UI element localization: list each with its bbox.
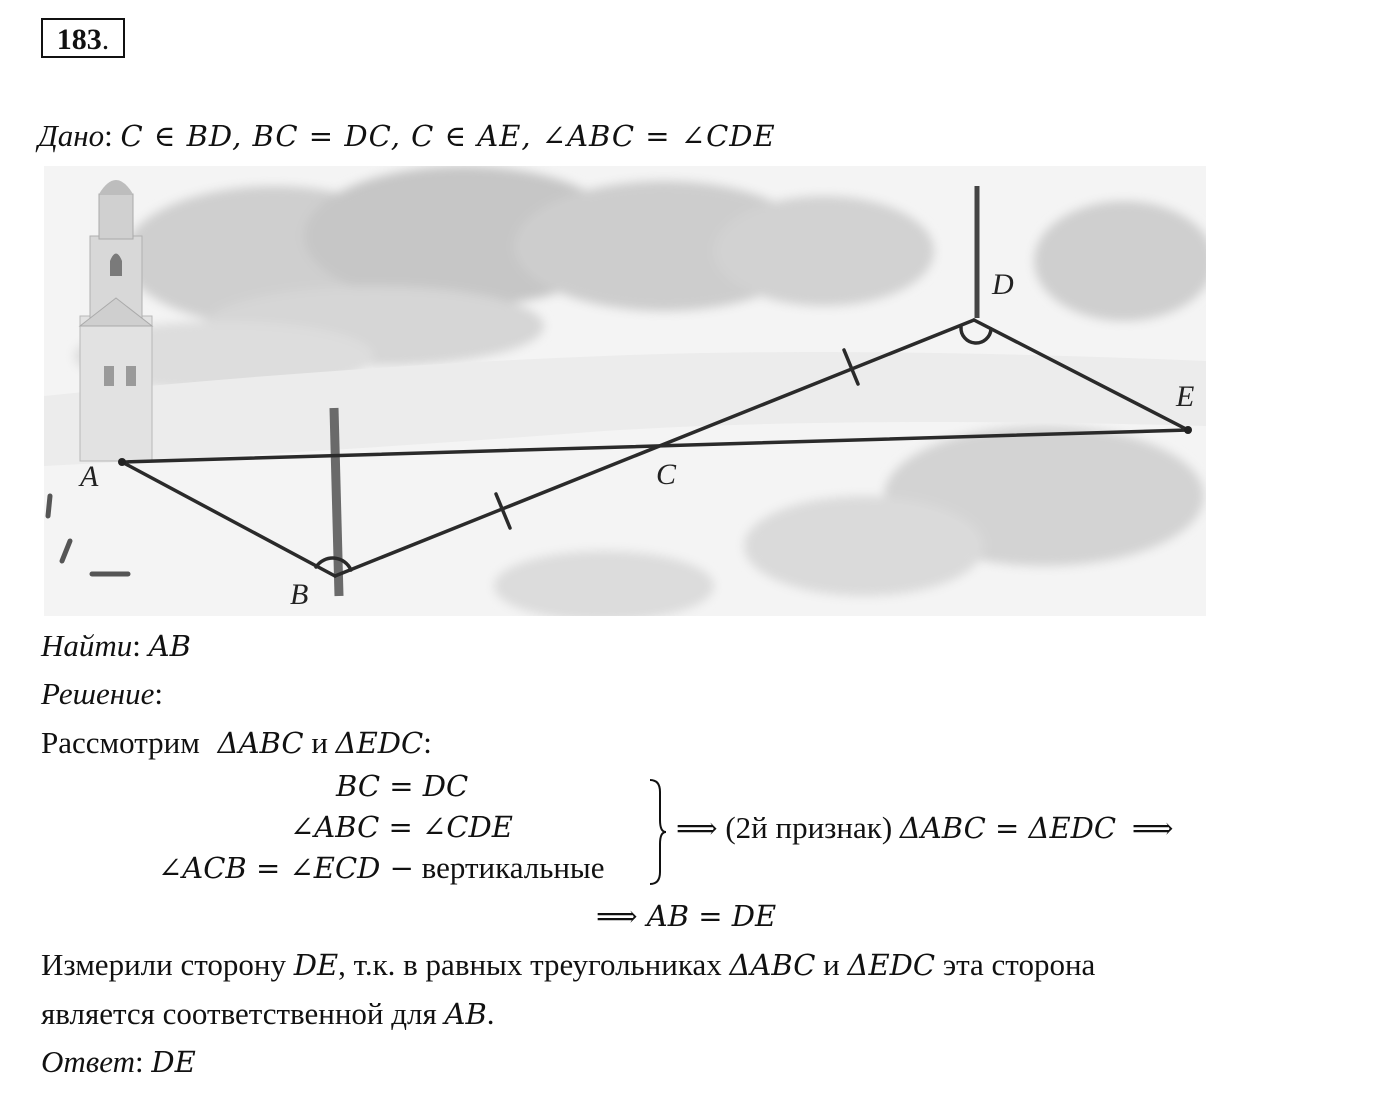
explanation-2-math: AB xyxy=(444,997,487,1031)
find-line: Найти: AB xyxy=(41,628,191,664)
conclusion-line: ⟹ (2й признак) ΔABC = ΔEDC ⟹ xyxy=(676,810,1173,846)
answer-colon: : xyxy=(134,1044,144,1079)
consider-text: Рассмотрим xyxy=(41,725,200,760)
problem-number-suffix: . xyxy=(101,23,110,56)
system-row-3: ∠ACB = ∠ECD − вертикальные xyxy=(158,850,605,886)
explanation-1-a: Измерили сторону xyxy=(41,947,286,982)
answer-value: DE xyxy=(151,1045,196,1079)
point-e xyxy=(1184,426,1192,434)
pole-b xyxy=(329,407,344,597)
implies-arrow-1: ⟹ xyxy=(676,811,718,845)
conclusion-math: ΔABC = ΔEDC xyxy=(899,811,1117,845)
segment-ae xyxy=(120,428,1190,464)
system-row-2-math: ∠ABC = ∠CDE xyxy=(290,810,513,844)
solution-label: Решение xyxy=(41,676,155,711)
explanation-line-1: Измерили сторону DE, т.к. в равных треуг… xyxy=(41,947,1095,983)
system-row-3-math: ∠ACB = ∠ECD − xyxy=(158,851,414,885)
result-math: ⟹ AB = DE xyxy=(596,899,777,933)
grass-strokes xyxy=(45,493,131,577)
answer-label: Ответ xyxy=(41,1044,135,1079)
explanation-2-b: . xyxy=(486,996,495,1031)
geometry-figure: A B C D E xyxy=(44,166,1206,616)
label-a: A xyxy=(78,460,99,493)
tick-mark-cd xyxy=(842,348,860,386)
explanation-2-a: является соответственной для xyxy=(41,996,437,1031)
problem-number: 183 xyxy=(56,23,102,56)
given-statement: C ∈ BD, BC = DC, C ∈ AE, ∠ABC = ∠CDE xyxy=(120,119,776,153)
given-label: Дано xyxy=(38,118,105,153)
given-line: Дано: C ∈ BD, BC = DC, C ∈ AE, ∠ABC = ∠C… xyxy=(38,118,776,154)
explanation-1-b: , т.к. в равных треугольниках xyxy=(338,947,722,982)
system-row-1-math: BC = DC xyxy=(336,769,469,803)
consider-and: и xyxy=(311,725,328,760)
segment-de xyxy=(972,318,1190,432)
label-e: E xyxy=(1175,380,1194,413)
find-value: AB xyxy=(148,629,191,663)
answer-line: Ответ: DE xyxy=(41,1044,196,1080)
explanation-1-d: эта сторона xyxy=(942,947,1096,982)
label-c: C xyxy=(656,458,677,491)
explanation-1-math-2: ΔABC xyxy=(729,948,816,982)
tick-mark-bc xyxy=(494,492,512,530)
segment-bd xyxy=(333,318,976,578)
system-row-1: BC = DC xyxy=(336,768,468,804)
explanation-1-math-3: ΔEDC xyxy=(847,948,936,982)
explanation-1-c: и xyxy=(823,947,840,982)
consider-colon: : xyxy=(423,725,432,760)
given-colon: : xyxy=(104,118,113,153)
angle-arc-b xyxy=(314,556,353,572)
bell-tower xyxy=(78,180,154,462)
problem-number-box: 183. xyxy=(41,18,125,58)
consider-triangle-1: ΔABC xyxy=(217,726,304,760)
right-brace xyxy=(649,779,667,885)
explanation-line-2: является соответственной для AB. xyxy=(41,996,495,1032)
find-colon: : xyxy=(132,628,141,663)
implies-arrow-2: ⟹ xyxy=(1131,811,1174,845)
result-line: ⟹ AB = DE xyxy=(596,898,776,934)
point-a xyxy=(118,458,126,466)
find-label: Найти xyxy=(41,628,133,663)
angle-arc-d xyxy=(959,325,993,345)
explanation-1-math-1: DE xyxy=(293,948,339,982)
criterion-text: (2й признак) xyxy=(725,810,893,845)
segment-ab xyxy=(120,460,337,578)
system-row-2: ∠ABC = ∠CDE xyxy=(290,809,513,845)
system-row-3-text: вертикальные xyxy=(421,850,605,885)
label-d: D xyxy=(991,268,1014,301)
label-b: B xyxy=(290,578,308,611)
consider-triangle-2: ΔEDC xyxy=(335,726,424,760)
landscape-trees xyxy=(74,166,1206,616)
consider-line: Рассмотрим ΔABC и ΔEDC: xyxy=(41,725,432,761)
solution-colon: : xyxy=(154,676,163,711)
solution-line: Решение: xyxy=(41,676,163,712)
